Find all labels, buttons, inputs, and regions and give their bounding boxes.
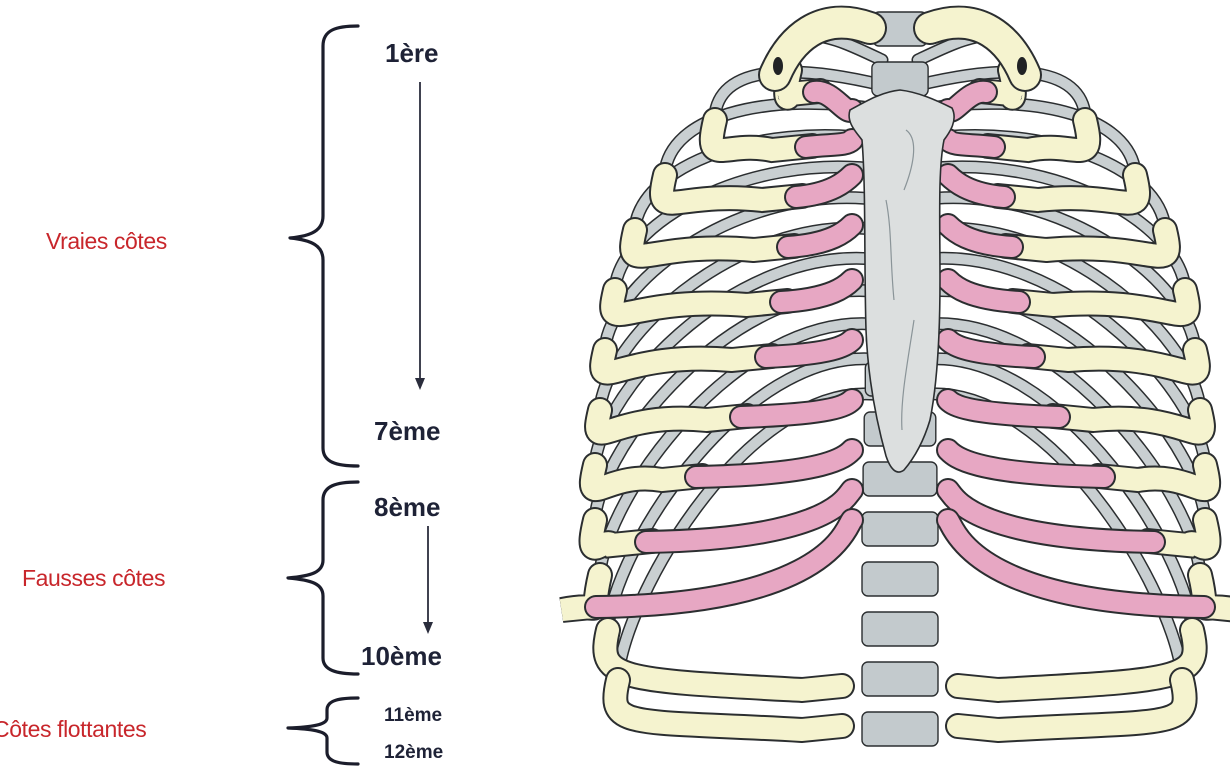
false-ribs-brace — [288, 482, 358, 674]
cartilage-9-left — [646, 490, 852, 542]
arrow-1-to-7 — [415, 82, 425, 390]
rib-7-label: 7ème — [374, 416, 441, 446]
vertebra-12 — [862, 562, 938, 596]
rib-11-label: 11ème — [384, 705, 442, 726]
cartilage-8-left — [696, 450, 852, 477]
cartilage-2-left — [806, 140, 852, 147]
vertebra-14 — [862, 662, 938, 696]
classification-panel: Vraies côtes Fausses côtes Côtes flottan… — [0, 26, 443, 764]
floating-ribs-label: Côtes flottantes — [0, 716, 146, 742]
rib-cage-illustration — [562, 12, 1230, 746]
cartilage-9-right — [948, 490, 1154, 542]
true-ribs-label: Vraies côtes — [46, 228, 167, 254]
floating-ribs-brace — [288, 698, 358, 764]
cartilage-3-left — [796, 175, 852, 197]
rib-12-label: 12ème — [384, 742, 443, 763]
rib-1-label: 1ère — [385, 38, 439, 68]
vertebra-15 — [862, 712, 938, 746]
arrow-8-to-10 — [423, 526, 433, 634]
false-ribs-label: Fausses côtes — [22, 565, 165, 591]
true-ribs-brace — [290, 26, 358, 466]
anterior-rib-11-left — [605, 630, 842, 690]
cartilage-2-right — [948, 140, 994, 147]
rib-8-label: 8ème — [374, 492, 441, 522]
joint-dot-left — [773, 57, 783, 75]
cartilage-8-right — [948, 450, 1104, 477]
cartilage-3-right — [948, 175, 1004, 197]
rib-10-label: 10ème — [361, 641, 442, 671]
vertebra-11 — [862, 512, 938, 546]
joint-dot-right — [1017, 57, 1027, 75]
vertebra-13 — [862, 612, 938, 646]
anterior-rib-11-right — [958, 630, 1195, 690]
